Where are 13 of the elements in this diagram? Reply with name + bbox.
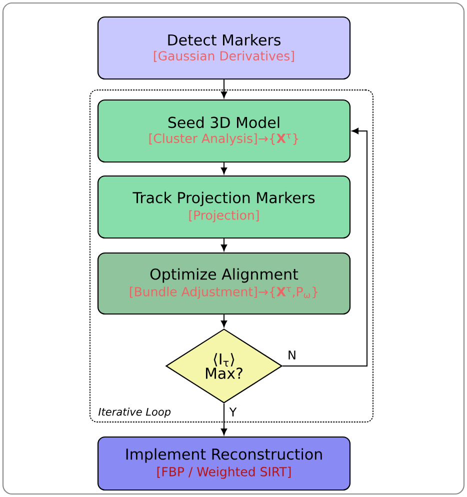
arrow: [282, 128, 368, 366]
process-box: Implement Reconstruction [FBP / Weighted SIRT]: [97, 436, 351, 491]
process-box: Optimize Alignment [Bundle Adjustment]→{X$^{τ}$,P$_{ω}$}: [97, 252, 351, 315]
edge-label: N: [286, 350, 298, 360]
process-box: Seed 3D Model [Cluster Analysis]→{X$^{τ}$}: [97, 99, 351, 163]
process-box: Track Projection Markers [Projection]: [97, 175, 351, 239]
process-box: Detect Markers [Gaussian Derivatives]: [97, 16, 351, 80]
arrow: [220, 403, 228, 436]
arrow: [220, 238, 228, 252]
arrow: [220, 314, 228, 328]
arrow: [220, 162, 228, 174]
arrow: [220, 79, 228, 98]
edge-label: Y: [228, 406, 238, 418]
